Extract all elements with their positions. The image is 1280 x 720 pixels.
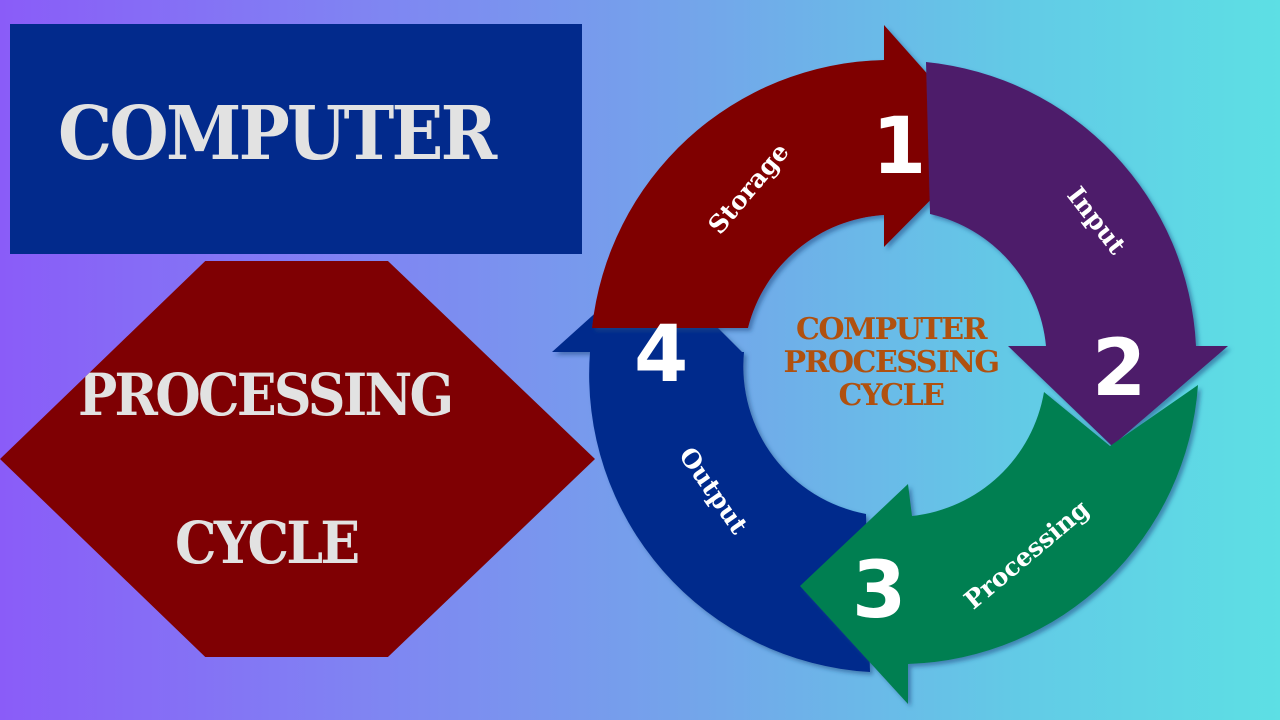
- center-line-3: CYCLE: [838, 378, 945, 413]
- arrow-input: [926, 62, 1228, 446]
- arrow-storage: [592, 25, 988, 328]
- arrow-processing: [800, 385, 1198, 704]
- step-number-1: 1: [872, 102, 927, 192]
- hexagon-line-2: CYCLE: [175, 509, 360, 577]
- center-line-2: PROCESSING: [783, 345, 1000, 380]
- title-box: COMPUTER: [10, 24, 582, 254]
- center-title: COMPUTER PROCESSING CYCLE: [760, 313, 1022, 412]
- step-number-2: 2: [1092, 324, 1147, 414]
- title-text: COMPUTER: [58, 91, 497, 177]
- arrow-output: [552, 262, 870, 672]
- step-number-4: 4: [634, 310, 689, 400]
- step-number-3: 3: [852, 546, 907, 636]
- center-line-1: COMPUTER: [795, 312, 988, 347]
- hexagon-line-1: PROCESSING: [78, 361, 454, 429]
